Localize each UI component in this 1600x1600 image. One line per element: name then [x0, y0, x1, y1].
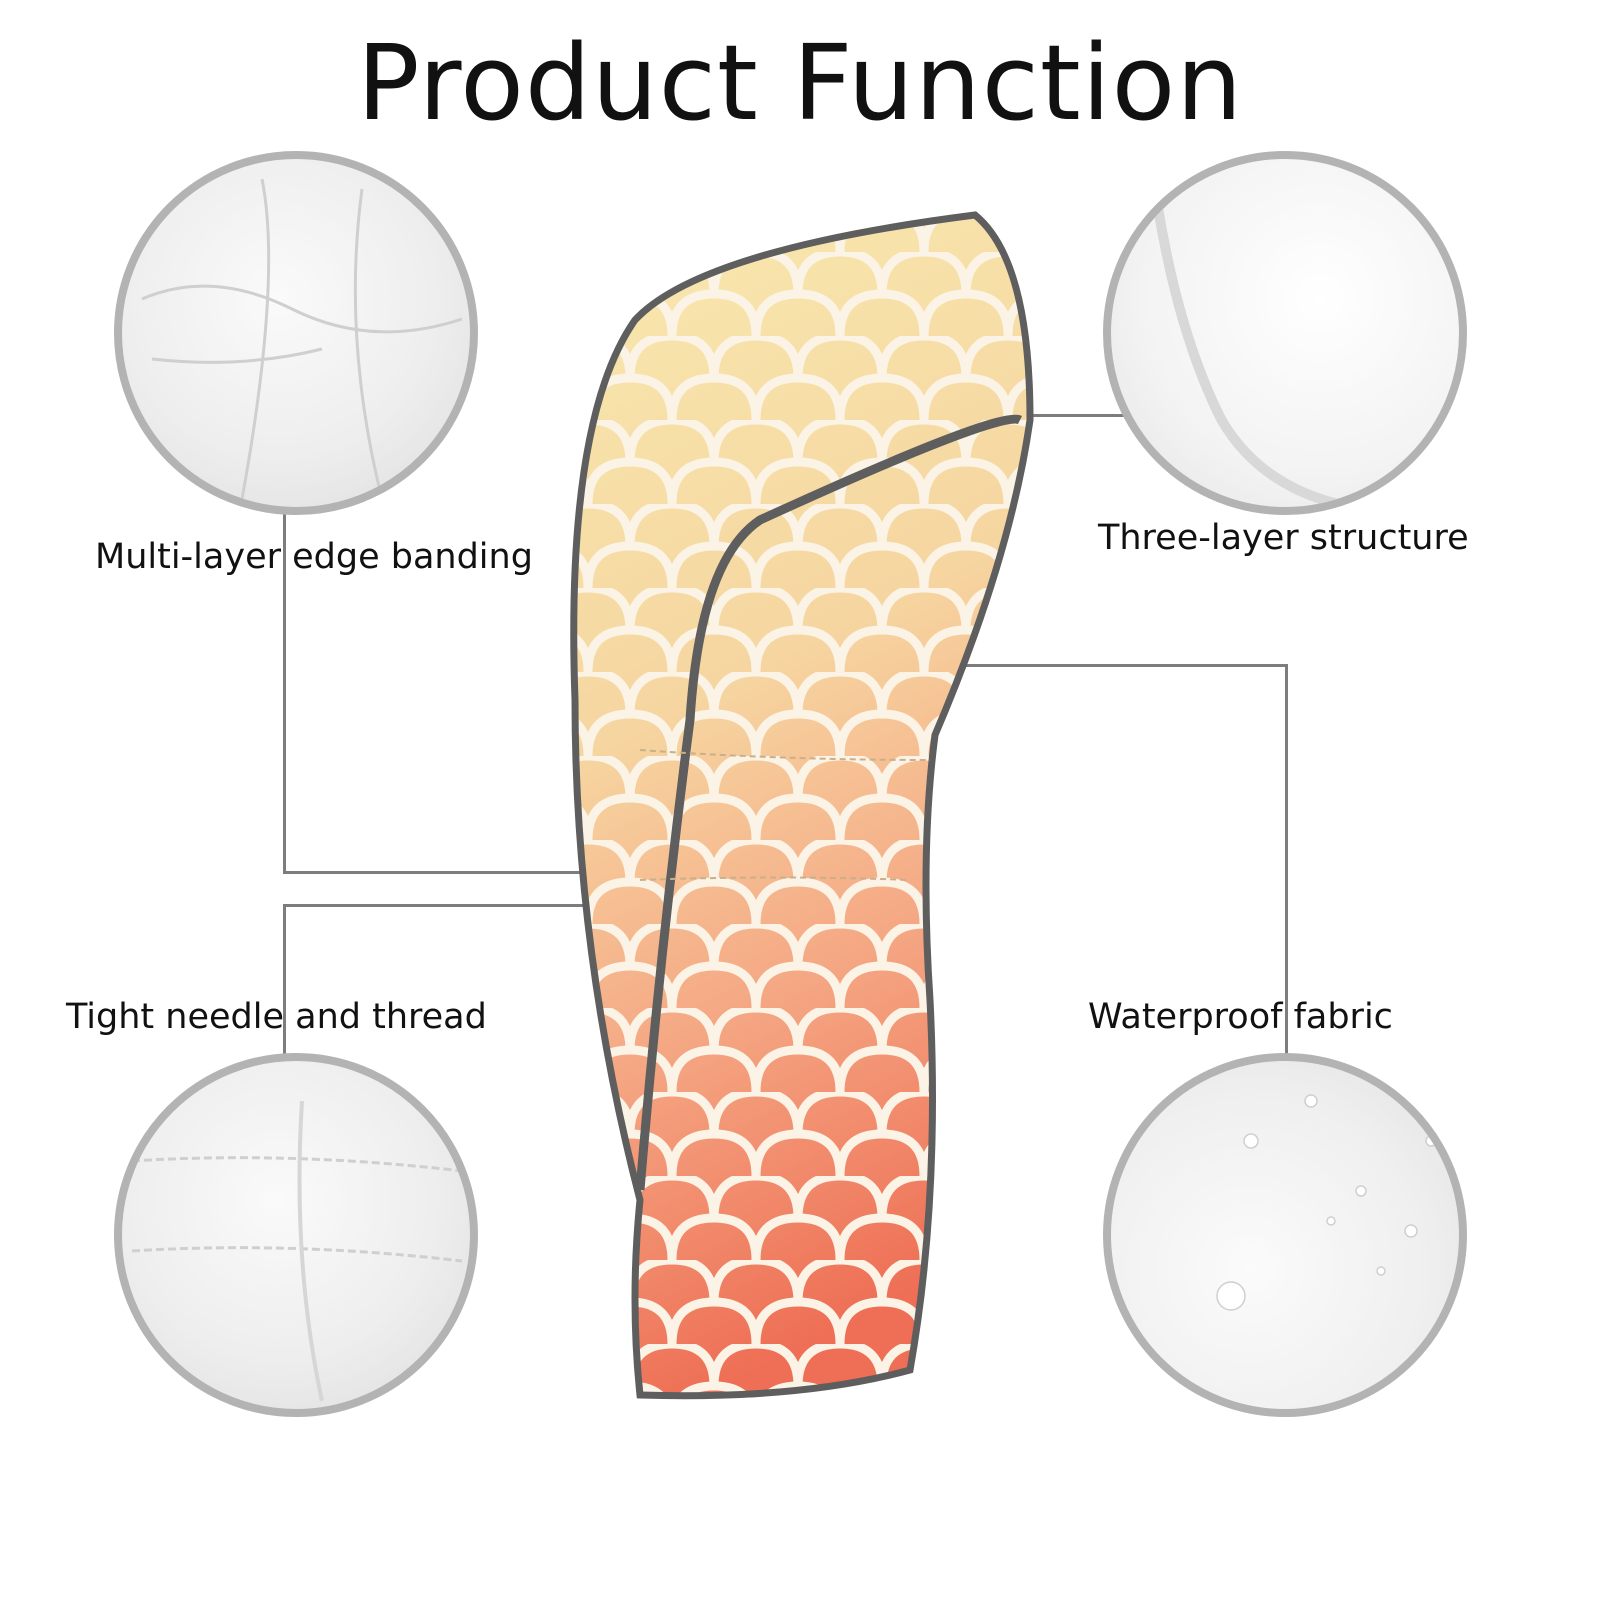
feature-label-needle-thread: Tight needle and thread [66, 997, 487, 1037]
feature-label-edge-banding: Multi-layer edge banding [95, 537, 533, 577]
connector-line [283, 512, 286, 874]
connector-line [283, 904, 593, 907]
page-title: Product Function [356, 22, 1244, 144]
detail-image-needle-thread [114, 1053, 478, 1417]
feature-label-waterproof: Waterproof fabric [1088, 997, 1393, 1037]
detail-image-waterproof [1103, 1053, 1467, 1417]
connector-line [283, 871, 593, 874]
connector-line [900, 664, 1288, 667]
connector-line [1025, 414, 1125, 417]
detail-image-edge-banding [114, 151, 478, 515]
detail-image-three-layer [1103, 151, 1467, 515]
feature-label-three-layer: Three-layer structure [1098, 518, 1469, 558]
connector-line [1285, 664, 1288, 1056]
connector-line [283, 904, 286, 1054]
